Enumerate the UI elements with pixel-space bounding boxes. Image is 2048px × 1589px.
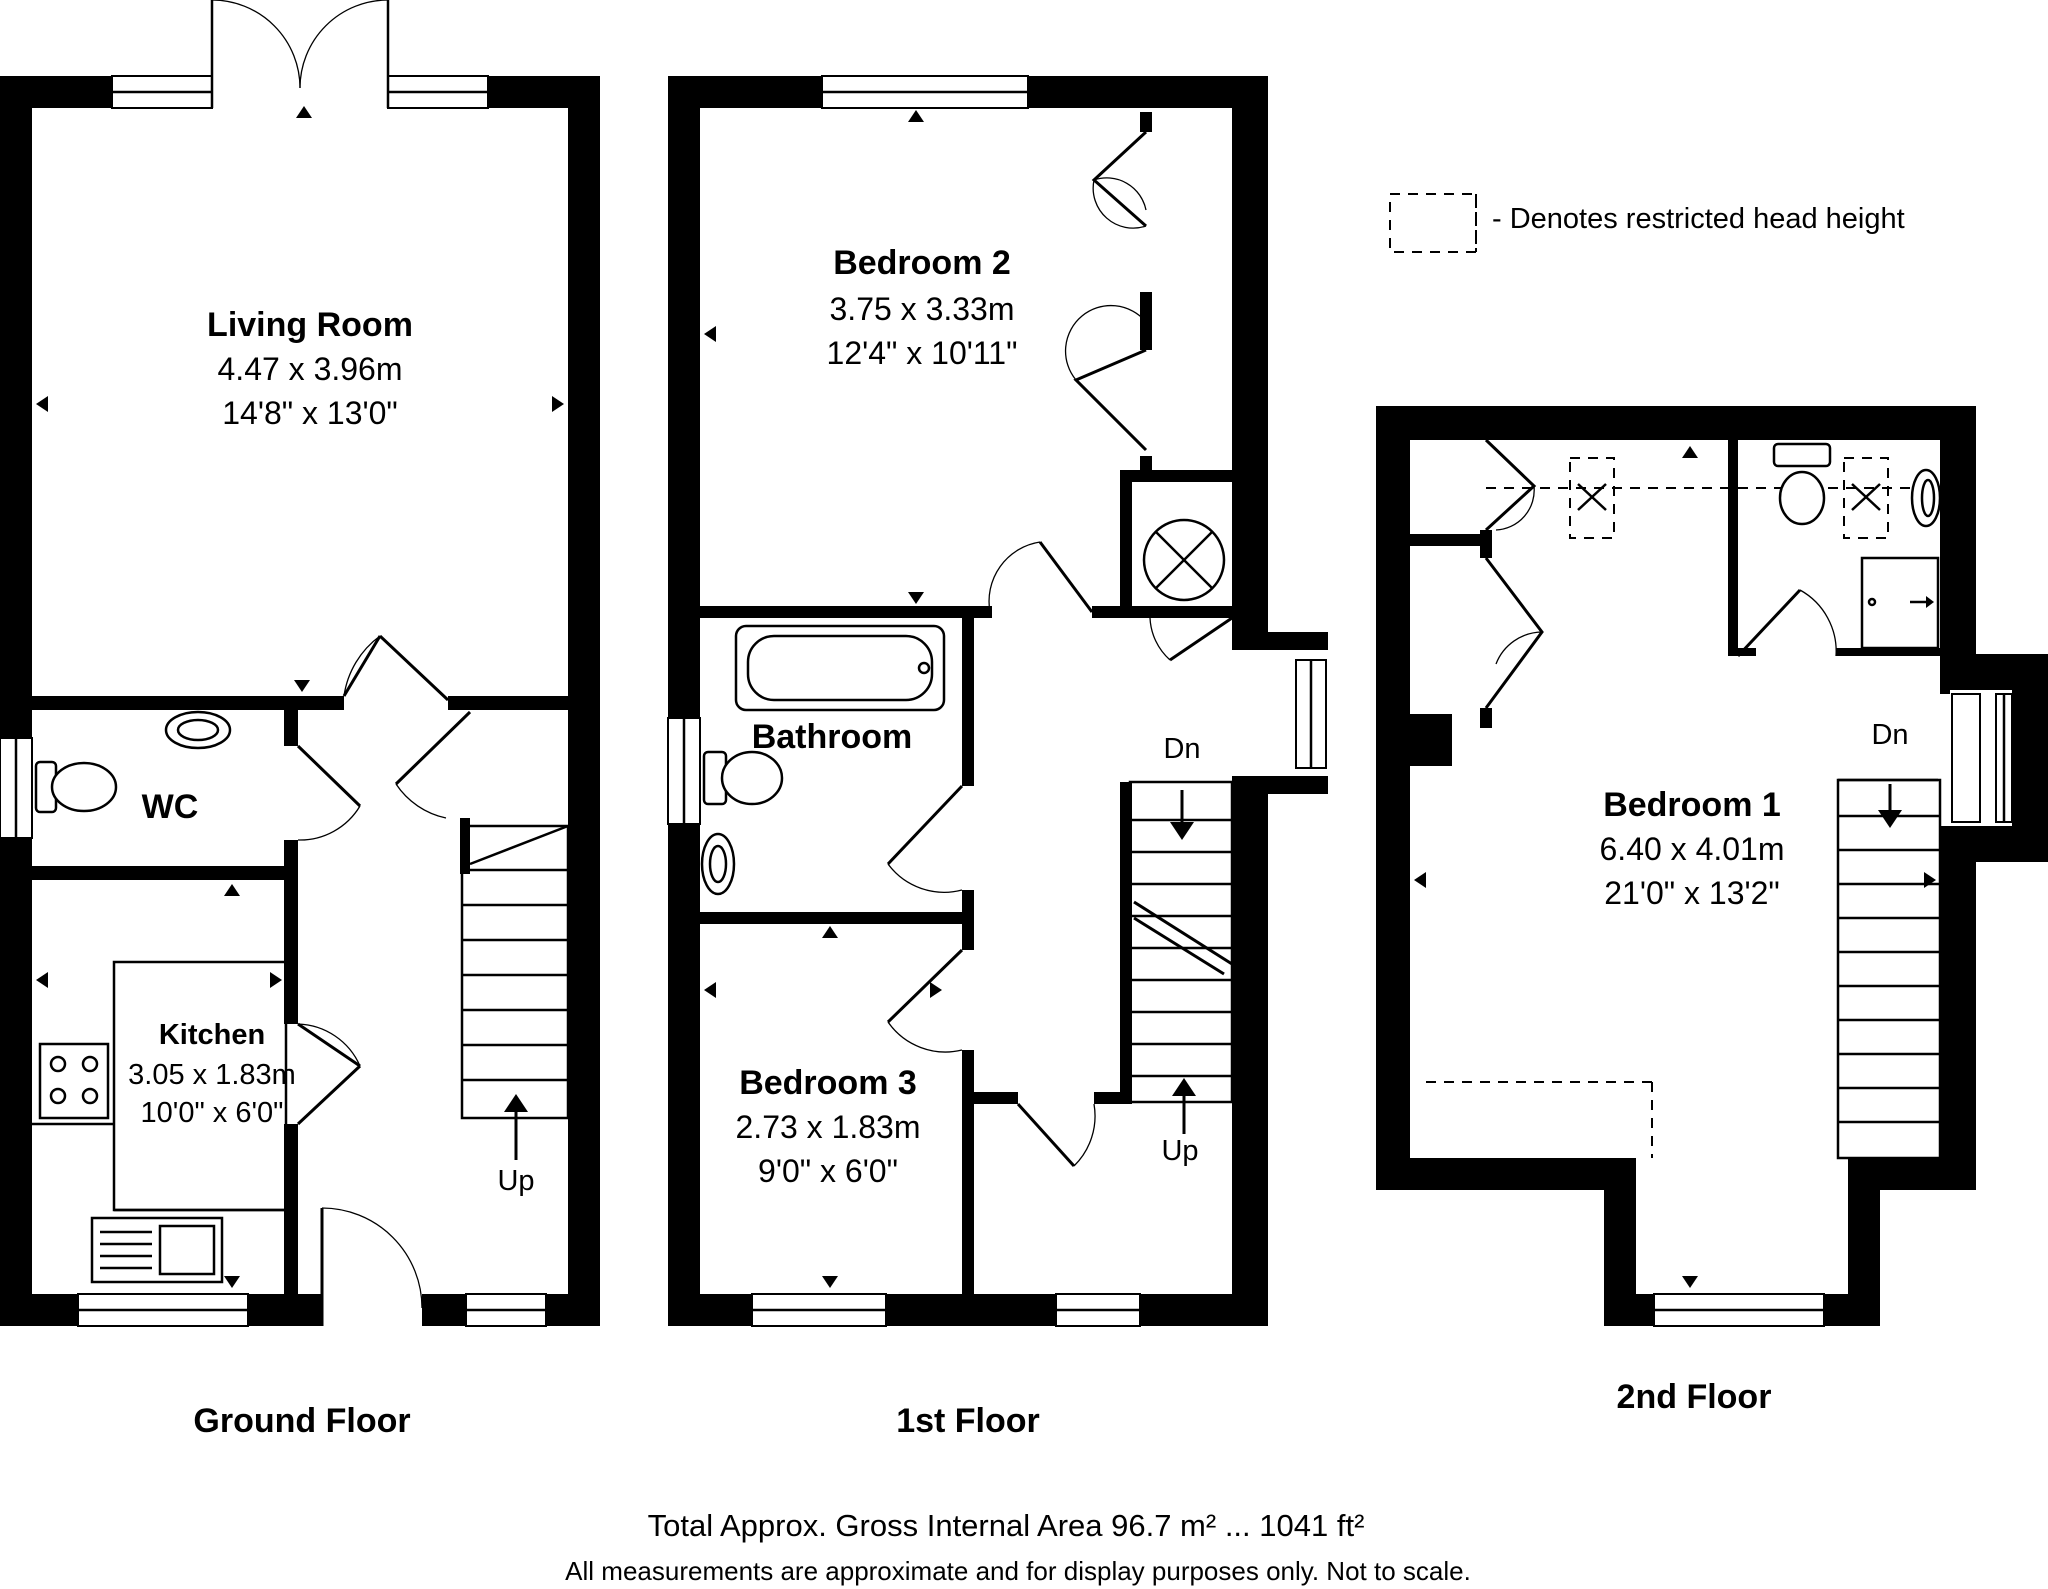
window	[1951, 693, 1981, 823]
bedroom3-imperial: 9'0" x 6'0"	[758, 1153, 898, 1189]
skylight	[1843, 457, 1889, 539]
bedroom1-name: Bedroom 1	[1603, 786, 1781, 824]
stairs-up-label: Up	[497, 1165, 534, 1197]
ground-floor-label: Ground Floor	[193, 1402, 410, 1440]
basin-icon	[700, 832, 736, 896]
second-floor-plan	[1376, 406, 2048, 1327]
skylight	[1569, 457, 1615, 539]
bath-icon	[734, 624, 946, 712]
eaves-cupboard-doors	[1484, 438, 1544, 709]
legend-swatch	[1389, 193, 1477, 253]
kitchen-metric: 3.05 x 1.83m	[128, 1059, 296, 1091]
second-floor-label: 2nd Floor	[1617, 1378, 1772, 1416]
hob-icon	[38, 1042, 110, 1120]
wc-name: WC	[142, 788, 199, 826]
staircase	[1128, 780, 1234, 1104]
kitchen-name: Kitchen	[159, 1019, 265, 1051]
stairs-down-label: Dn	[1871, 719, 1908, 751]
disclaimer-text: All measurements are approximate and for…	[565, 1556, 1471, 1586]
bedroom3-name: Bedroom 3	[739, 1064, 917, 1102]
bathroom-name: Bathroom	[752, 718, 913, 756]
living-room-name: Living Room	[207, 306, 413, 344]
total-area-text: Total Approx. Gross Internal Area 96.7 m…	[648, 1508, 1365, 1543]
staircase	[1836, 778, 1942, 1160]
labels: - Denotes restricted head height Living …	[128, 203, 1908, 1586]
bedroom2-door	[1038, 541, 1094, 613]
wc-door	[296, 744, 362, 808]
wc-basin	[164, 710, 232, 750]
hall-door	[394, 710, 472, 786]
bedroom3-metric: 2.73 x 1.83m	[736, 1109, 921, 1145]
stairs-up-label: Up	[1161, 1135, 1198, 1167]
basin-icon	[1910, 468, 1942, 528]
ground-floor-plan	[0, 0, 600, 1327]
living-room-imperial: 14'8" x 13'0"	[222, 395, 398, 431]
bedroom3-door	[886, 948, 964, 1024]
first-floor-label: 1st Floor	[896, 1402, 1040, 1440]
kitchen-door	[297, 1022, 361, 1068]
toilet-icon	[1772, 442, 1832, 468]
living-door	[342, 635, 382, 697]
wardrobe-doors	[1073, 130, 1148, 452]
sink-icon	[90, 1216, 224, 1284]
bedroom2-metric: 3.75 x 3.33m	[830, 291, 1015, 327]
legend-text: - Denotes restricted head height	[1492, 203, 1905, 235]
bathroom-door	[886, 784, 964, 866]
living-room-metric: 4.47 x 3.96m	[218, 351, 403, 387]
kitchen-imperial: 10'0" x 6'0"	[141, 1097, 284, 1129]
first-floor-plan	[667, 75, 1328, 1327]
bedroom1-imperial: 21'0" x 13'2"	[1604, 875, 1780, 911]
ensuite-door	[1736, 588, 1802, 658]
bedroom1-metric: 6.40 x 4.01m	[1600, 831, 1785, 867]
bedroom2-name: Bedroom 2	[833, 244, 1011, 282]
bedroom2-imperial: 12'4" x 10'11"	[827, 335, 1018, 371]
stairs-down-label: Dn	[1163, 733, 1200, 765]
